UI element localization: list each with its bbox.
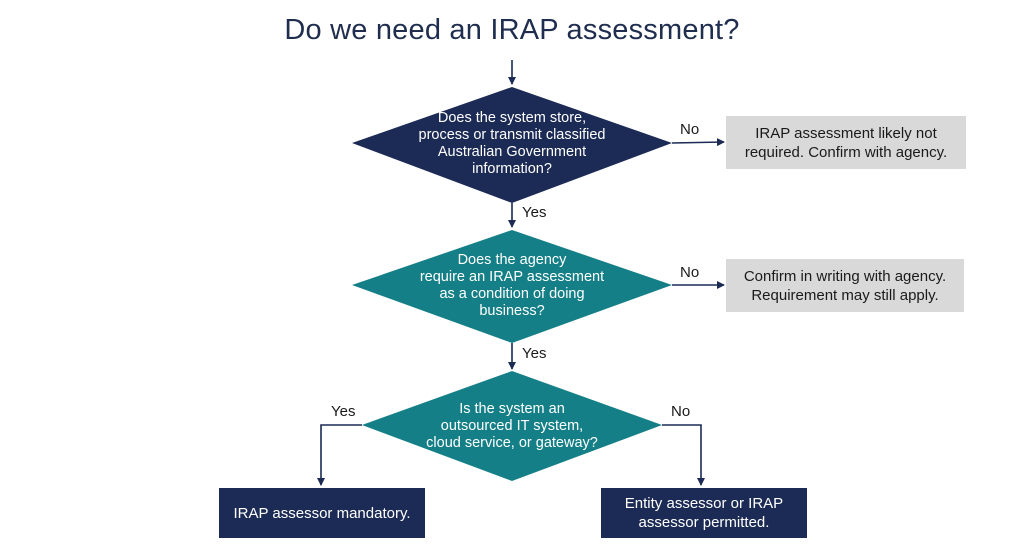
decision-classified-line: Australian Government bbox=[437, 144, 587, 160]
arrow-d3-no bbox=[662, 424, 705, 486]
decision-outsourced-line: cloud service, or gateway? bbox=[426, 434, 598, 451]
outcome-assessor-mandatory-box: IRAP assessor mandatory. bbox=[219, 488, 425, 538]
outcome-assessor-permitted-line: assessor permitted. bbox=[638, 514, 770, 531]
decision-agency-line: require an IRAP assessment bbox=[419, 269, 605, 285]
decision-agency-line: as a condition of doing bbox=[439, 286, 585, 302]
outcome-confirm-writing-line: Requirement may still apply. bbox=[751, 286, 939, 304]
decision-classified-line: Does the system store, bbox=[437, 110, 587, 126]
outcome-not-required-box: IRAP assessment likely not required. Con… bbox=[726, 116, 966, 169]
outcome-not-required-line: IRAP assessment likely not bbox=[755, 124, 937, 142]
decision-diamond-classified bbox=[352, 87, 672, 203]
arrow-d3-yes bbox=[317, 424, 362, 486]
decision-outsourced-line: outsourced IT system, bbox=[440, 417, 584, 434]
decision-diamond-outsourced bbox=[362, 371, 662, 481]
decision-classified-line: information? bbox=[472, 161, 552, 177]
outcome-confirm-writing-box: Confirm in writing with agency. Requirem… bbox=[726, 259, 964, 312]
outcome-assessor-permitted-box: Entity assessor or IRAP assessor permitt… bbox=[601, 488, 807, 538]
outcome-assessor-permitted-line: Entity assessor or IRAP bbox=[624, 495, 784, 512]
decision-outsourced-line: Is the system an bbox=[459, 400, 565, 417]
label-d3-yes: Yes bbox=[331, 403, 356, 420]
label-d2-yes: Yes bbox=[522, 345, 547, 362]
decision-outsourced-text: Is the system an outsourced IT system, c… bbox=[392, 398, 632, 454]
label-d2-no: No bbox=[680, 264, 700, 281]
decision-classified-line: process or transmit classified bbox=[418, 127, 606, 143]
label-d3-no: No bbox=[671, 403, 691, 420]
outcome-confirm-writing-line: Confirm in writing with agency. bbox=[743, 267, 947, 285]
outcome-not-required-line: required. Confirm with agency. bbox=[744, 143, 948, 161]
decision-diamond-agency bbox=[352, 230, 672, 343]
decision-agency-text: Does the agency require an IRAP assessme… bbox=[382, 250, 642, 322]
decision-agency-line: business? bbox=[479, 303, 545, 319]
decision-classified-text: Does the system store, process or transm… bbox=[382, 108, 642, 180]
arrow-d1-no bbox=[671, 138, 725, 147]
decision-agency-line: Does the agency bbox=[457, 252, 567, 268]
label-d1-yes: Yes bbox=[522, 204, 547, 221]
outcome-assessor-mandatory-line: IRAP assessor mandatory. bbox=[233, 504, 411, 522]
label-d1-no: No bbox=[680, 121, 700, 138]
page-title: Do we need an IRAP assessment? bbox=[284, 14, 740, 46]
